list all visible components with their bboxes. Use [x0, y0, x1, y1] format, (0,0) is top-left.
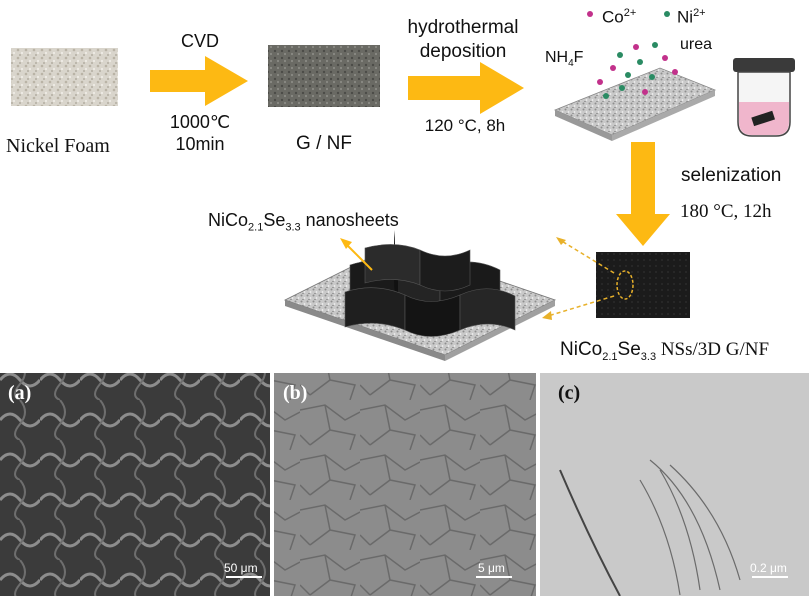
nanosheet-pointer: [345, 243, 373, 271]
vial-icon: [733, 58, 795, 137]
g-nf-label: G / NF: [296, 133, 352, 154]
zoom-line-lower: [547, 295, 615, 317]
panel-c-label: (c): [558, 382, 581, 404]
scale-label-b: 5 μm: [478, 561, 505, 575]
sem-panel-b: [274, 373, 536, 596]
hydrothermal-label: hydrothermal: [407, 17, 519, 38]
nh4f-label: NH4F: [545, 49, 584, 70]
nickel-foam-photo: [11, 48, 118, 106]
ni-ion-label: Ni2+: [677, 7, 706, 27]
urea-label: urea: [680, 36, 713, 53]
cvd-temperature: 1000℃: [169, 112, 231, 132]
cvd-time: 10min: [175, 134, 225, 154]
ion-dots: [597, 42, 678, 99]
product-label: NiCo2.1Se3.3 NSs/3D G/NF: [560, 339, 770, 363]
deposition-label: deposition: [419, 41, 507, 62]
zoom-circle: [616, 270, 634, 300]
panel-a-label: (a): [8, 382, 32, 404]
zoom-line-upper: [559, 239, 615, 274]
scale-label-a: 50 μm: [224, 561, 258, 575]
co-ion-label: Co2+: [602, 7, 637, 27]
selenization-arrow: [616, 142, 670, 246]
hydrothermal-arrow: [408, 62, 524, 114]
cvd-label: CVD: [180, 31, 219, 51]
hydrothermal-conditions: 120 °C, 8h: [424, 116, 506, 135]
scale-label-c: 0.2 μm: [750, 561, 787, 575]
cvd-arrow: [150, 56, 248, 106]
nanosheet-scheme: [283, 230, 557, 361]
panel-b-label: (b): [283, 382, 308, 404]
sem-panel-a: [0, 373, 270, 596]
selenization-label: selenization: [681, 165, 782, 186]
g-nf-photo: [268, 45, 380, 107]
product-photo: [596, 252, 690, 318]
ni-ion-dot: [664, 11, 670, 17]
selenization-conditions: 180 °C, 12h: [680, 201, 772, 222]
co-ion-dot: [587, 11, 593, 17]
nickel-foam-label: Nickel Foam: [6, 135, 110, 157]
nanosheets-label: NiCo2.1Se3.3 nanosheets: [208, 210, 399, 234]
